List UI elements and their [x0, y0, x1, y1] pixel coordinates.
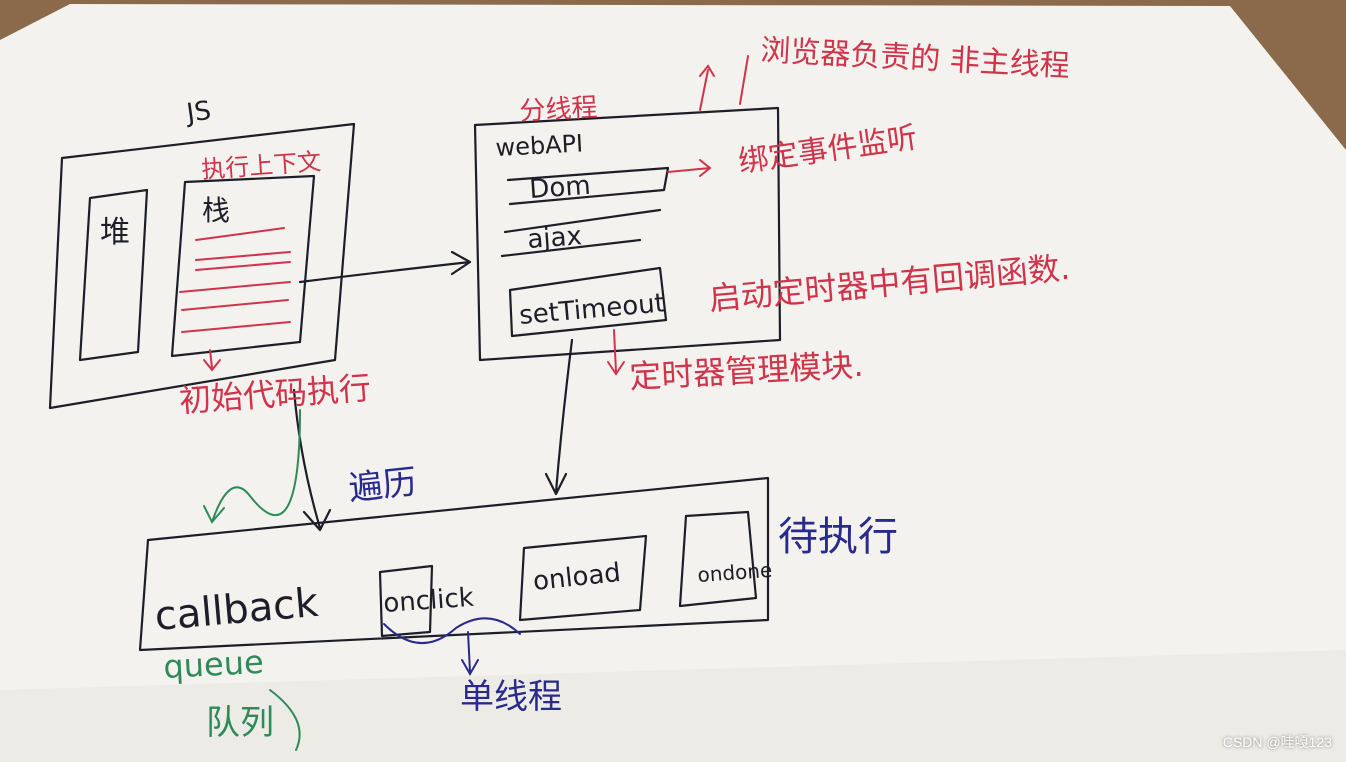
arrow-single-thread	[461, 631, 479, 677]
single-thread-wave	[383, 617, 521, 644]
label-queue-cn: 队列	[206, 703, 274, 743]
onload-box	[518, 534, 648, 622]
settimeout-box	[508, 266, 668, 338]
label-onclick: onclick	[382, 583, 474, 619]
label-single-thread: 单线程	[460, 677, 562, 717]
dom-pill	[506, 166, 670, 206]
arrow-browser-note	[699, 55, 749, 111]
label-traverse: 遍历	[347, 462, 419, 509]
heap-box	[78, 188, 149, 362]
label-webapi: webAPI	[495, 129, 584, 162]
label-ondone: ondone	[697, 558, 773, 587]
stack-frame-lines	[179, 227, 291, 333]
webapi-box	[473, 106, 782, 362]
ajax-pill	[500, 208, 662, 258]
arrow-bind-event	[667, 159, 712, 177]
label-dom: Dom	[528, 171, 591, 205]
label-queue: queue	[162, 643, 264, 686]
label-stack: 栈	[202, 194, 230, 227]
paper-sheet	[0, 4, 1346, 762]
label-js: JS	[183, 96, 213, 129]
arrow-webapi-to-queue	[544, 338, 574, 496]
ondone-box	[678, 510, 758, 608]
watermark: CSDN @哇嘎123	[1222, 734, 1332, 750]
loop-arrow-head	[203, 505, 225, 524]
arrow-stack-to-queue	[292, 388, 332, 532]
queue-bracket	[269, 689, 301, 751]
arrow-init-exec	[203, 349, 221, 372]
arrow-timer-module	[607, 329, 625, 376]
label-sub-thread: 分线程	[519, 93, 598, 127]
loop-arrow	[211, 409, 301, 523]
paper-shadow	[0, 650, 1346, 762]
queue-box	[138, 476, 770, 652]
label-heap: 堆	[100, 215, 130, 250]
onclick-box	[378, 564, 434, 638]
label-ajax: ajax	[526, 221, 582, 255]
stack-box	[170, 174, 316, 358]
label-pending: 待执行	[778, 514, 898, 560]
arrow-js-to-webapi	[298, 250, 472, 284]
js-engine-box	[48, 122, 356, 410]
